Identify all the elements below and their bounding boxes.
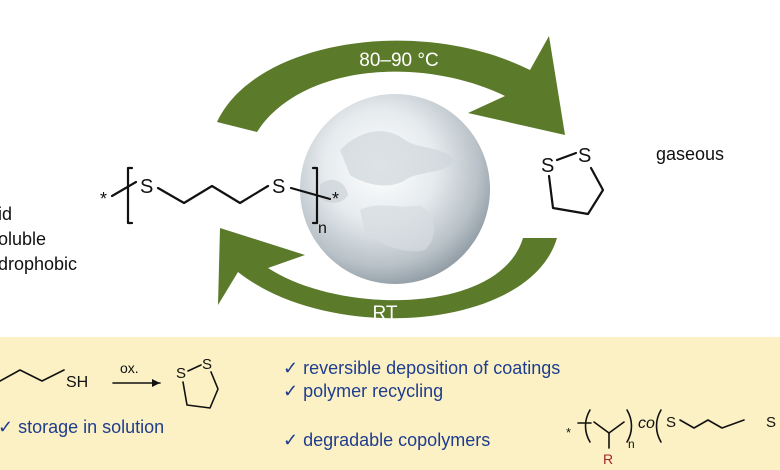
dithiolane-structure: S S [541,145,605,216]
heating-arrow: 80–90 °C [217,36,565,135]
property-insoluble: oluble [0,229,46,249]
heating-label: 80–90 °C [359,50,438,71]
thiol-oxidation: SH ox. S S [0,356,219,409]
earth-globe [300,94,490,284]
copolymer-n: n [628,437,635,451]
repeat-count: n [318,220,327,237]
sulfur-atom: S [666,414,676,431]
application-bullets: ✓ reversible deposition of coatings ✓ po… [283,358,560,450]
thiol-label: SH [66,374,88,391]
bullet-coatings: ✓ reversible deposition of coatings [283,358,560,378]
bullet-copolymers: ✓ degradable copolymers [283,430,490,450]
cooling-arrow: RT [218,228,557,324]
copolymer-co: co [638,415,655,432]
sulfur-atom: S [272,176,285,198]
property-hydrophobic: drophobic [0,254,77,274]
sulfur-atom: S [541,155,554,177]
end-star-left: * [100,189,107,209]
property-solid: id [0,204,12,224]
cooling-label: RT [373,303,398,324]
copolymer-structure: * R n co S S [566,409,776,467]
polydisulfide-structure: * S S * n [100,166,339,237]
bullet-recycling: ✓ polymer recycling [283,381,443,401]
r-group-label: R [603,451,613,467]
sulfur-atom: S [202,356,212,373]
end-star-right: * [332,189,339,209]
sulfur-atom: S [578,145,591,167]
sulfur-atom: S [766,414,776,431]
applications-panel [0,337,780,470]
storage-bullet: ✓ storage in solution [0,417,164,437]
sulfur-atom: S [140,176,153,198]
copolymer-star: * [566,425,571,440]
solid-properties: id oluble drophobic [0,204,77,274]
sulfur-atom: S [176,365,186,382]
oxidation-label: ox. [120,360,139,376]
gaseous-label: gaseous [656,144,724,164]
